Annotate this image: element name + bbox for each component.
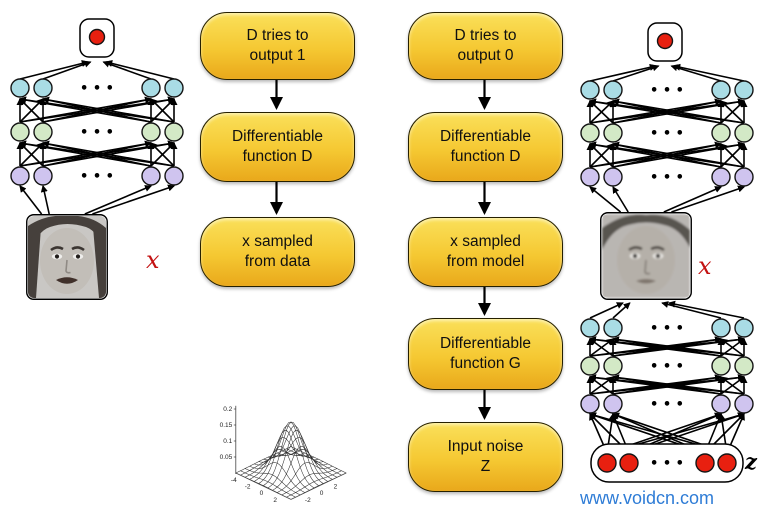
box-text: from data <box>244 253 311 270</box>
box-text: Differentiable <box>231 127 324 145</box>
svg-text:0.1: 0.1 <box>223 438 232 445</box>
generated-face-image <box>600 212 692 305</box>
box-d-tries-output-0: D tries to output 0 <box>408 12 563 80</box>
box-differentiable-function-g: Differentiable function G <box>408 318 563 390</box>
svg-text:• • •: • • • <box>650 127 684 142</box>
box-text: Differentiable <box>439 334 532 352</box>
flow-arrows <box>269 79 492 420</box>
svg-text:-2: -2 <box>305 497 311 504</box>
box-d-tries-output-1: D tries to output 1 <box>200 12 355 80</box>
svg-text:2: 2 <box>273 497 277 504</box>
box-text: output 0 <box>457 47 514 64</box>
discriminator-network-model: • • • • • • • • • <box>580 22 754 213</box>
svg-text:0: 0 <box>260 490 264 497</box>
box-text: from model <box>446 253 525 270</box>
box-text: Z <box>480 458 491 475</box>
z-input-label: z <box>745 449 757 474</box>
discriminator-network-real: • • • • • • • • • <box>10 18 184 215</box>
svg-text:• • •: • • • <box>80 170 114 185</box>
svg-text:0.15: 0.15 <box>220 422 233 429</box>
svg-text:-4: -4 <box>231 477 237 484</box>
svg-text:• • •: • • • <box>80 126 114 141</box>
svg-text:2: 2 <box>334 484 338 491</box>
svg-text:0.2: 0.2 <box>223 406 232 413</box>
svg-text:• • •: • • • <box>650 398 684 413</box>
box-text: output 1 <box>249 47 306 64</box>
svg-text:0.05: 0.05 <box>220 454 233 461</box>
box-text: x sampled <box>242 232 313 250</box>
x-real-label: x <box>146 246 160 274</box>
box-input-noise-z: Input noise Z <box>408 422 563 492</box>
noise-distribution-plot: 0.05 0.1 0.15 0.2 -4 -2 0 2 -2 0 2 <box>220 405 347 504</box>
real-face-image <box>26 214 108 305</box>
box-x-sampled-from-data: x sampled from data <box>200 217 355 287</box>
svg-text:• • •: • • • <box>650 457 684 472</box>
box-differentiable-function-d-right: Differentiable function D <box>408 112 563 182</box>
box-text: function G <box>450 355 521 372</box>
svg-text:-2: -2 <box>245 484 251 491</box>
generator-network: • • • • • • • • • • • • <box>580 300 754 483</box>
box-text: x sampled <box>450 232 521 250</box>
svg-text:0: 0 <box>320 490 324 497</box>
box-x-sampled-from-model: x sampled from model <box>408 217 563 287</box>
box-text: Input noise <box>447 437 524 455</box>
box-text: D tries to <box>454 26 517 44</box>
box-text: Differentiable <box>439 127 532 145</box>
svg-text:• • •: • • • <box>650 171 684 186</box>
box-text: D tries to <box>246 26 309 44</box>
svg-text:• • •: • • • <box>80 82 114 97</box>
svg-text:• • •: • • • <box>650 360 684 375</box>
watermark-link[interactable]: www.voidcn.com <box>580 488 715 508</box>
x-generated-label: x <box>698 252 712 280</box>
box-text: function D <box>450 148 521 165</box>
svg-text:• • •: • • • <box>650 84 684 99</box>
svg-text:• • •: • • • <box>650 322 684 337</box>
box-differentiable-function-d-left: Differentiable function D <box>200 112 355 182</box>
box-text: function D <box>242 148 313 165</box>
